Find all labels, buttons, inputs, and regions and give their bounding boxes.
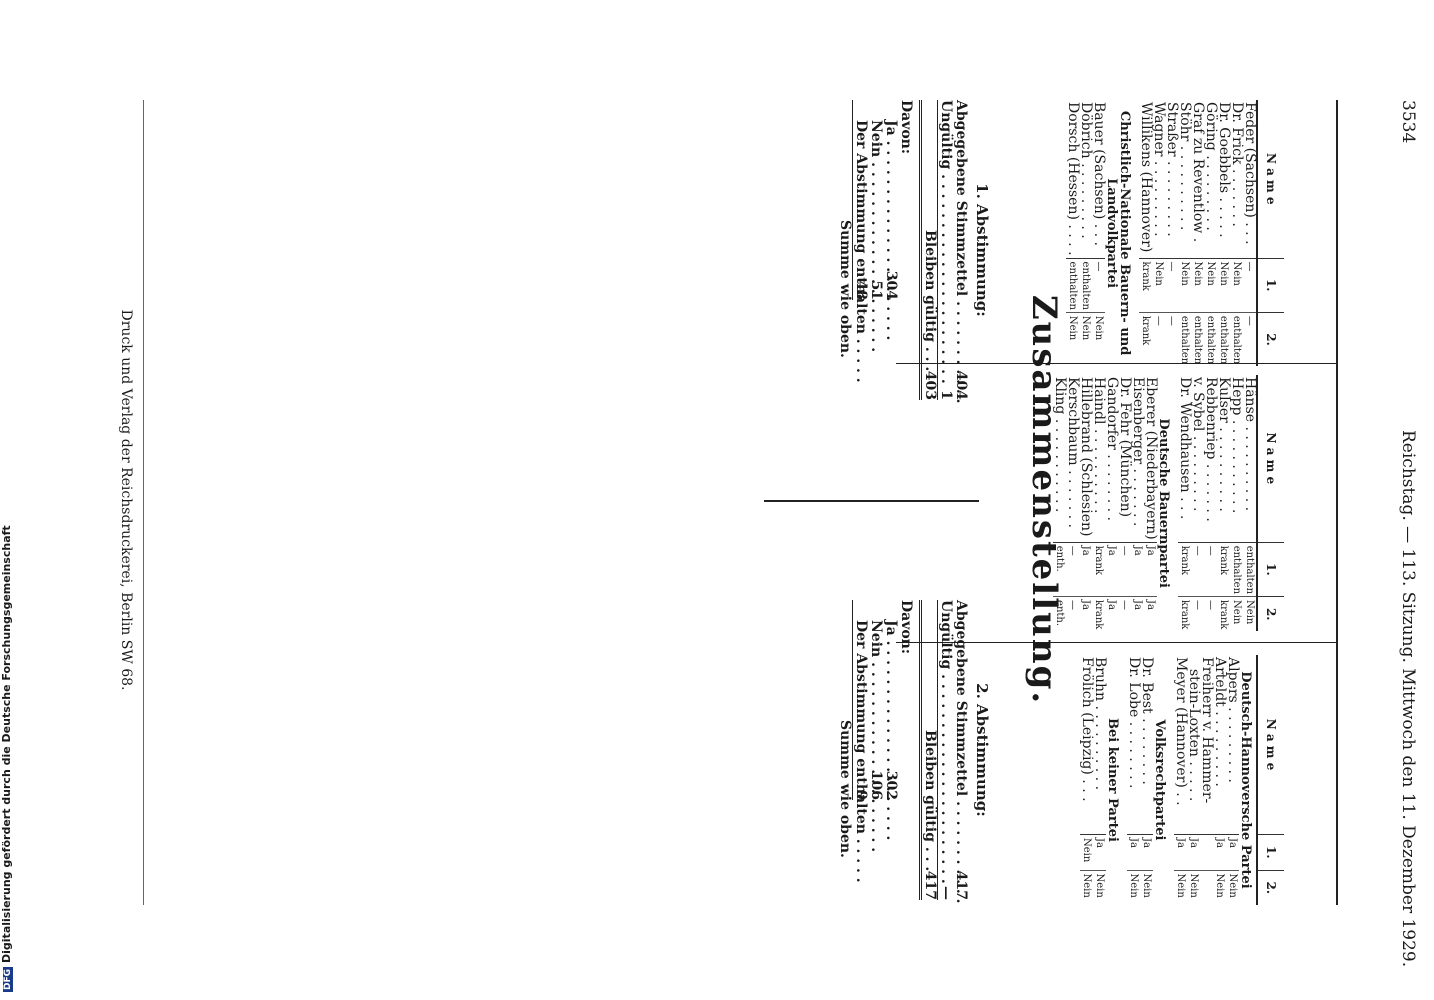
party-group-title: Volksrechtpartei	[1152, 719, 1167, 841]
summary-second-vote: 2. Abstimmung: Abgegebene Stimmzettel . …	[837, 600, 991, 904]
party-group-title: Christlich-Nationale Bauern- und Landvol…	[1104, 110, 1132, 356]
vote-2-header: 2.	[1257, 312, 1284, 367]
party-group-title: Deutsch-Hannoversche Partei	[1238, 671, 1253, 889]
vote-2-header: 2.	[1257, 870, 1284, 905]
printer-footer: Druck und Verlag der Reichsdruckerei, Be…	[118, 309, 134, 691]
vote-1-header: 1.	[1257, 834, 1284, 870]
dfg-logo: DFG	[3, 966, 13, 992]
vote-1-header: 1.	[1257, 542, 1284, 597]
session-title: Reichstag. — 113. Sitzung. Mittwoch den …	[1398, 430, 1418, 968]
vote-1-header: 1.	[1257, 258, 1284, 313]
party-group-title: Bei keiner Partei	[1105, 718, 1120, 842]
name-header: N a m e	[1257, 655, 1284, 835]
summary-divider	[764, 500, 979, 502]
vote-table-right: N a m e 1. 2. Deutsch-Hannoversche Parte…	[1079, 655, 1284, 905]
party-group-title: Deutsche Bauernpartei	[1156, 418, 1171, 588]
footer-rule	[143, 100, 144, 905]
summary-title: Zusammenstellung.	[1024, 294, 1064, 706]
vote-table-middle: N a m e 1. 2. Hänse . . . . . . . . . .e…	[1052, 375, 1284, 632]
page-number: 3534	[1398, 100, 1418, 144]
vote-table-left: N a m e 1. 2. Feder (Sachsen) . . .—— Dr…	[1065, 100, 1284, 367]
summary-heading: 2. Abstimmung:	[973, 683, 991, 817]
top-rule	[1336, 100, 1338, 905]
dfg-credit: DFG Digitalisierung gefördert durch die D…	[0, 525, 16, 1000]
dfg-credit-text: Digitalisierung gefördert durch die Deut…	[0, 525, 13, 963]
summary-heading: 1. Abstimmung:	[973, 183, 991, 317]
summary-first-vote: 1. Abstimmung: Abgegebene Stimmzettel . …	[837, 100, 991, 404]
table-row: Feder (Sachsen) . . .——	[1242, 100, 1258, 367]
vote-2-header: 2.	[1257, 596, 1284, 632]
name-header: N a m e	[1257, 375, 1284, 543]
name-header: N a m e	[1257, 100, 1284, 259]
